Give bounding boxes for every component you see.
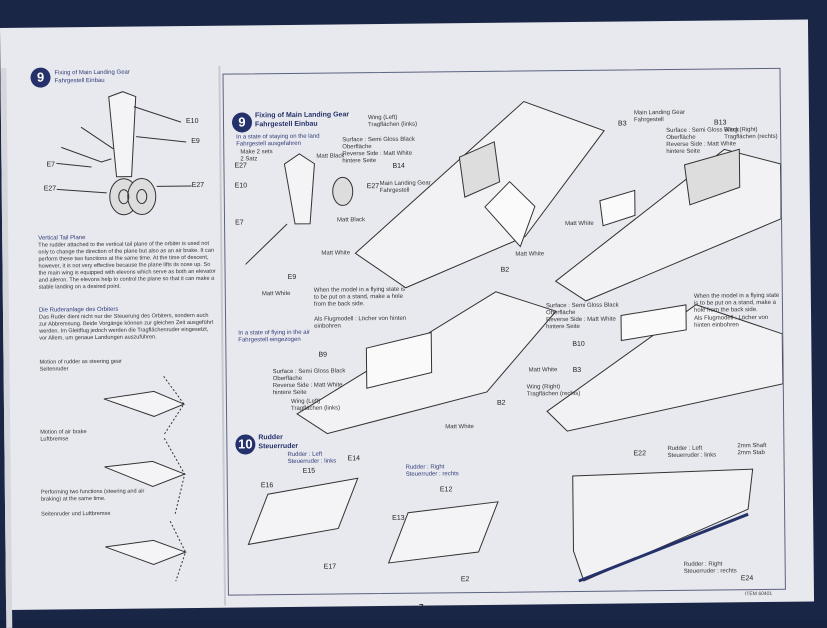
- stand-note-de: Als Flugmodell : Löcher von hinten einbo…: [314, 316, 409, 331]
- step9-title-de: Fahrgestell Einbau: [255, 121, 318, 130]
- rudder-left-label-2-de: Steuerruder : links: [667, 453, 716, 461]
- part-e13: E13: [392, 515, 405, 522]
- note-matt-black-1: Matt Black: [316, 153, 344, 160]
- note-matt-white-4: Matt White: [565, 221, 594, 228]
- step10-title-de: Steuerruder: [258, 443, 298, 451]
- rudder-motion-diagrams: [30, 66, 220, 588]
- reverse-note: Reverse Side : Matt White: [342, 151, 412, 159]
- part-b14: B14: [392, 163, 405, 170]
- reverse-note-de: hintere Seite: [342, 158, 376, 165]
- flying-de: Fahrgestell eingezogen: [238, 337, 300, 345]
- note-matt-white-2: Matt White: [262, 291, 291, 298]
- surface-note: Surface : Semi Gloss Black: [342, 137, 415, 145]
- wing-right-label-2-de: Tragflächen (rechts): [527, 391, 581, 399]
- instruction-sheet: 9 Fixing of Main Landing Gear Fahrgestel…: [0, 20, 814, 610]
- reverse-note-right: Reverse Side : Matt White: [666, 141, 736, 149]
- stand-note-right: When the model in a flying state is to b…: [694, 293, 780, 315]
- note-matt-white-6: Matt White: [529, 367, 558, 374]
- part-e27: E27: [234, 162, 247, 169]
- part-e22: E22: [633, 450, 646, 457]
- part-e24: E24: [741, 575, 754, 582]
- surface-note-2: Surface : Semi Gloss Black: [273, 368, 346, 376]
- note-matt-white-3: Matt White: [515, 251, 544, 258]
- step-number-10: 10: [235, 434, 255, 454]
- part-e27-right: E27: [367, 183, 380, 190]
- part-e12: E12: [440, 486, 453, 493]
- left-page: 9 Fixing of Main Landing Gear Fahrgestel…: [30, 66, 220, 588]
- note-matt-white-5: Matt White: [445, 424, 474, 431]
- assembly-panel: 9 Fixing of Main Landing Gear Fahrgestel…: [222, 68, 785, 596]
- rudder-right-label-2-de: Steuerruder : rechts: [684, 568, 737, 576]
- part-b9: B9: [318, 352, 327, 359]
- part-e14: E14: [347, 455, 360, 462]
- part-b10: B10: [572, 341, 585, 348]
- part-b3: B3: [618, 120, 627, 127]
- shaft-label-de: 2mm Stab: [737, 450, 764, 457]
- rudder-right-label-de: Steuerruder : rechts: [406, 471, 459, 479]
- main-gear-label-right-de: Fahrgestell: [634, 117, 664, 124]
- part-e10: E10: [235, 182, 248, 189]
- part-b2: B2: [501, 267, 510, 274]
- step9-title-en: Fixing of Main Landing Gear: [255, 111, 349, 120]
- part-e15: E15: [303, 468, 316, 475]
- note-matt-black-2: Matt Black: [337, 217, 365, 224]
- wing-left-label-de: Tragflächen (links): [368, 122, 417, 130]
- reverse-note-3: Reverse Side : Matt White: [546, 317, 616, 325]
- note-matt-white-1: Matt White: [321, 250, 350, 257]
- step-number-9: 9: [232, 112, 252, 132]
- surface-note-3: Surface : Semi Gloss Black: [546, 303, 619, 311]
- step10-title-en: Rudder: [258, 434, 283, 442]
- part-b3-lower: B3: [573, 367, 582, 374]
- part-e17: E17: [324, 564, 337, 571]
- stand-note-right-de: Als Flugmodell : Löcher von hinten einbo…: [694, 315, 780, 330]
- part-e2: E2: [461, 576, 470, 583]
- item-code: ITEM 60401: [745, 591, 772, 597]
- main-gear-label-de: Fahrgestell: [380, 188, 410, 195]
- wing-right-label-de: Tragflächen (rechts): [724, 134, 778, 142]
- stand-note: When the model in a flying state is to b…: [314, 287, 409, 309]
- landed-de: Fahrgestell ausgefahren: [236, 141, 301, 149]
- page-number: 7: [419, 603, 424, 612]
- part-e16: E16: [261, 482, 274, 489]
- part-e7: E7: [235, 219, 244, 226]
- part-b13: B13: [714, 119, 727, 126]
- rudder-left-label-de: Steuerruder : links: [288, 459, 337, 467]
- reverse-note-3-de: hintere Seite: [546, 324, 580, 331]
- part-b2-lower: B2: [497, 400, 506, 407]
- wing-left-label-2-de: Tragflächen (links): [291, 405, 340, 413]
- part-e9: E9: [288, 274, 297, 281]
- reverse-note-right-de: hintere Seite: [666, 149, 700, 156]
- reverse-note-2-de: hintere Seite: [273, 390, 307, 397]
- reverse-note-2: Reverse Side : Matt White: [273, 382, 343, 390]
